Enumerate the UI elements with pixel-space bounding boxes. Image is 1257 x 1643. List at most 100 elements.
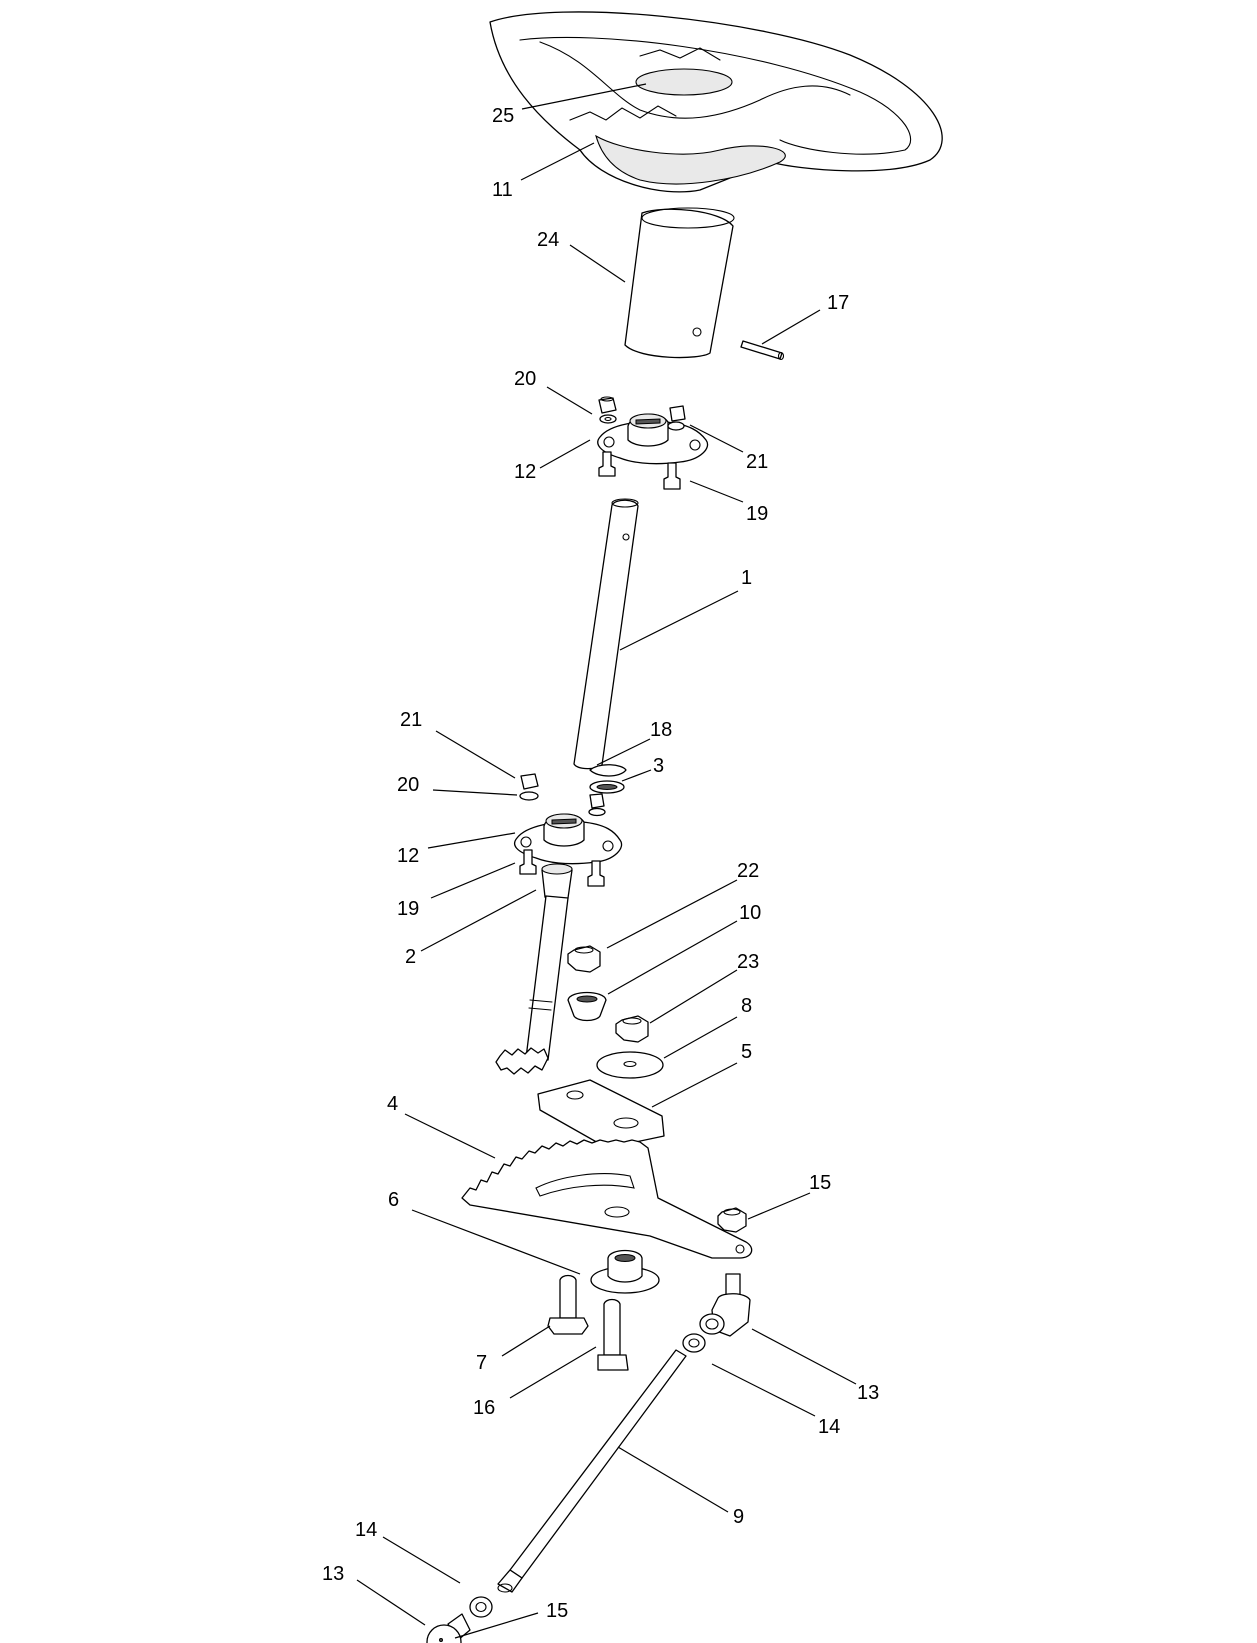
e-ring-clip	[589, 764, 627, 777]
callout-number: 25	[492, 105, 514, 127]
pivot-plate	[537, 1079, 665, 1145]
callout-2: 2	[405, 889, 537, 968]
callout-18: 18	[596, 719, 672, 766]
callout-8: 8	[663, 995, 752, 1059]
upper-flange-bolt-left	[598, 451, 616, 477]
roll-pin	[740, 340, 785, 361]
callout-13-left: 13	[322, 1563, 426, 1626]
upper-flange-washer-left	[599, 414, 617, 424]
callout-number: 4	[387, 1093, 398, 1115]
jam-nut-right	[682, 1333, 706, 1353]
callout-9: 9	[617, 1446, 744, 1528]
callout-number: 18	[650, 719, 672, 741]
flat-washer-8	[596, 1051, 664, 1079]
callout-number: 6	[388, 1189, 399, 1211]
lower-flange-washer-left	[519, 791, 539, 801]
callout-number: 12	[514, 461, 536, 483]
callout-11: 11	[492, 142, 595, 201]
callout-number: 14	[818, 1416, 840, 1438]
lower-flange-bolt-right	[587, 860, 605, 887]
thrust-washer	[589, 780, 625, 794]
spacer-bushing	[567, 991, 607, 1022]
callout-22: 22	[606, 860, 759, 949]
callout-4: 4	[387, 1093, 496, 1159]
tie-rod	[497, 1349, 687, 1593]
callout-number: 19	[397, 898, 419, 920]
callout-5: 5	[651, 1041, 752, 1108]
callout-number: 13	[857, 1382, 879, 1404]
callout-14-right: 14	[711, 1363, 840, 1438]
callout-number: 1	[741, 567, 752, 589]
upper-bearing-flange	[597, 413, 709, 465]
callout-7: 7	[476, 1325, 551, 1374]
callout-16: 16	[473, 1346, 597, 1419]
callout-number: 14	[355, 1519, 377, 1541]
hex-bolt-16	[597, 1298, 629, 1371]
shoulder-bolt	[547, 1274, 589, 1335]
callout-12-lower: 12	[397, 832, 516, 867]
jam-nut-left	[469, 1596, 493, 1618]
callout-14-left: 14	[355, 1519, 461, 1584]
sector-gear	[461, 1139, 753, 1259]
callout-number: 3	[653, 755, 664, 777]
callout-13-right: 13	[751, 1328, 879, 1404]
lower-flange-bolt-left	[519, 849, 537, 875]
ball-joint-right	[699, 1273, 751, 1337]
callout-number: 16	[473, 1397, 495, 1419]
upper-flange-bolt-right	[663, 462, 681, 490]
pinion-shaft	[495, 863, 573, 1075]
callout-19-upper: 19	[689, 480, 768, 525]
callout-24: 24	[537, 229, 626, 283]
callout-12-upper: 12	[514, 439, 591, 483]
callout-1: 1	[619, 567, 752, 651]
callout-number: 2	[405, 946, 416, 968]
lock-nut-23	[615, 1015, 649, 1043]
lower-flange-washer-right	[588, 807, 606, 817]
callout-number: 21	[400, 709, 422, 731]
steering-wheel-cap	[635, 68, 733, 96]
callout-number: 20	[514, 368, 536, 390]
lower-flange-nut-left	[520, 773, 539, 790]
callout-21-lower: 21	[400, 709, 516, 779]
callout-25: 25	[492, 83, 647, 127]
callout-15-upper: 15	[747, 1172, 831, 1220]
callout-number: 21	[746, 451, 768, 473]
callout-19-lower: 19	[397, 862, 516, 920]
callout-number: 20	[397, 774, 419, 796]
callout-number: 15	[809, 1172, 831, 1194]
hex-nut-15-upper	[717, 1207, 747, 1233]
lock-nut-22	[567, 945, 601, 973]
callout-number: 24	[537, 229, 559, 251]
callout-number: 9	[733, 1506, 744, 1528]
callout-number: 15	[546, 1600, 568, 1622]
callout-number: 5	[741, 1041, 752, 1063]
callout-23: 23	[649, 951, 759, 1024]
callout-number: 10	[739, 902, 761, 924]
callout-number: 7	[476, 1352, 487, 1374]
lower-bearing-flange	[513, 813, 623, 865]
callout-number: 17	[827, 292, 849, 314]
upper-flange-nut-right	[669, 405, 686, 422]
steering-wheel	[489, 11, 943, 193]
callout-20-lower: 20	[397, 774, 518, 796]
callout-number: 22	[737, 860, 759, 882]
callout-21-upper: 21	[689, 424, 768, 473]
callout-6: 6	[388, 1189, 581, 1275]
lower-flange-nut-right	[589, 793, 605, 809]
callout-10: 10	[607, 902, 761, 995]
steering-column-sleeve	[624, 207, 735, 359]
callout-number: 13	[322, 1563, 344, 1585]
flange-bushing	[590, 1249, 660, 1294]
upper-flange-nut-left	[598, 396, 617, 414]
callout-15-lower: 15	[454, 1600, 568, 1639]
callout-number: 11	[492, 179, 513, 201]
callout-number: 8	[741, 995, 752, 1017]
callout-3: 3	[621, 755, 664, 782]
callout-17: 17	[761, 292, 849, 345]
upper-flange-washer-right	[667, 421, 685, 431]
callout-number: 19	[746, 503, 768, 525]
callout-number: 12	[397, 845, 419, 867]
ball-joint-left	[426, 1613, 471, 1643]
